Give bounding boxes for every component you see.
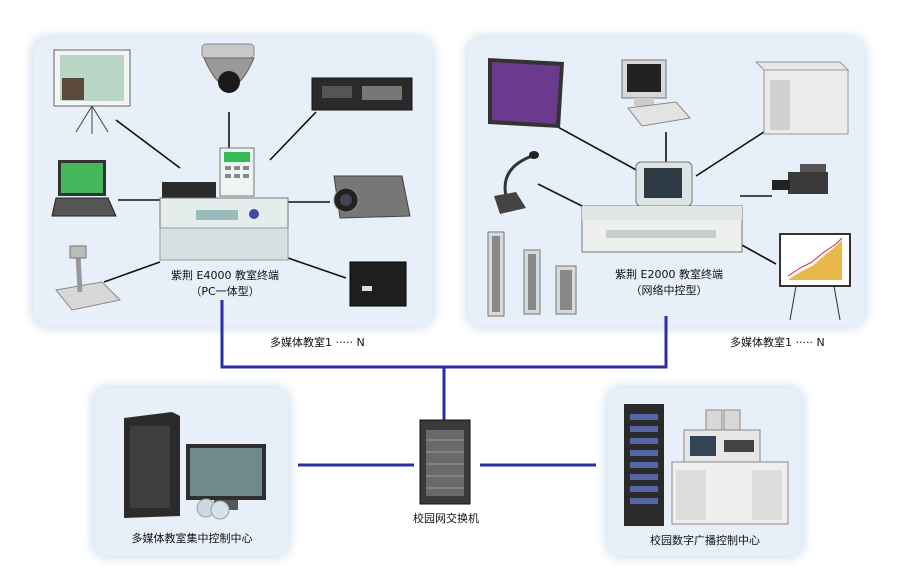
e2000-terminal-subtitle: （网络中控型）: [630, 284, 708, 297]
control-center-label: 多媒体教室集中控制中心: [131, 532, 253, 545]
touch-panel-icon: [635, 161, 693, 207]
e4000-terminal-subtitle: （PC一体型）: [190, 285, 260, 298]
document-camera-icon: [55, 245, 122, 311]
tape-deck-icon: [311, 77, 413, 111]
switch-label: 校园网交换机: [413, 512, 479, 525]
speaker-box-icon: [349, 261, 407, 307]
broadcast-console-icon: [671, 409, 789, 525]
projection-screen-icon: [53, 49, 131, 134]
left-room-label: 多媒体教室1 ····· N: [270, 336, 365, 349]
e2000-controller-icon: [581, 205, 743, 253]
gooseneck-microphone-icon: [494, 151, 539, 214]
desktop-computer-icon: [621, 59, 691, 127]
column-speakers-icon: [487, 231, 577, 317]
e4000-terminal-title: 紫荆 E4000 教室终端: [171, 269, 279, 282]
laptop-icon: [51, 160, 117, 217]
network-switch-icon: [419, 419, 471, 505]
left-connectors: [103, 111, 347, 283]
right-connectors: [537, 125, 777, 265]
video-camera-icon: [772, 164, 828, 194]
e2000-terminal-title: 紫荆 E2000 教室终端: [615, 268, 723, 281]
monitor-icon: [186, 444, 266, 520]
right-room-label: 多媒体教室1 ····· N: [730, 336, 825, 349]
network-lines: [220, 300, 668, 467]
projector-icon: [333, 175, 411, 219]
chart-whiteboard-icon: [779, 233, 851, 321]
wall-display-icon: [488, 58, 564, 128]
broadcast-center-label: 校园数字广播控制中心: [650, 534, 760, 547]
broadcast-rack-icon: [624, 404, 664, 526]
dome-camera-icon: [201, 43, 255, 93]
e4000-terminal-label: 紫荆 E4000 教室终端 （PC一体型）: [150, 267, 300, 299]
e4000-terminal-icon: [159, 147, 289, 261]
lectern-cabinet-icon: [754, 61, 850, 135]
server-tower-icon: [124, 412, 180, 518]
e2000-terminal-label: 紫荆 E2000 教室终端 （网络中控型）: [594, 266, 744, 298]
